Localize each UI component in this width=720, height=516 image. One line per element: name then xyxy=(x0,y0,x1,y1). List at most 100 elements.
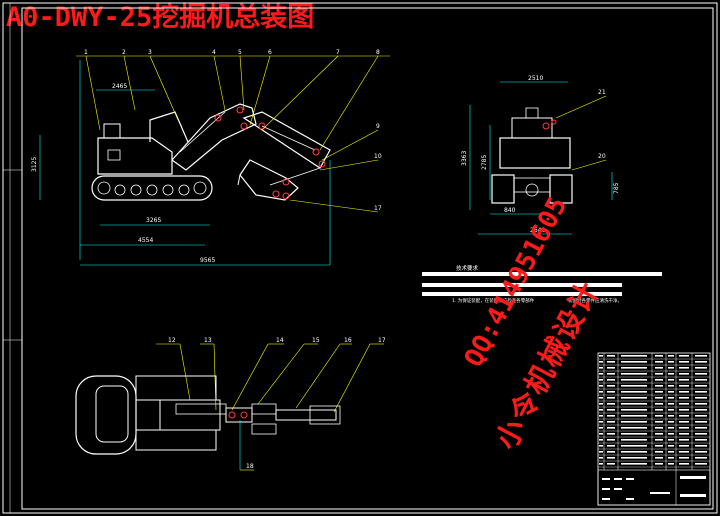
table-cell-mark xyxy=(655,367,663,369)
table-cell-mark xyxy=(655,415,663,417)
dim-track: 3265 xyxy=(146,217,161,224)
table-cell-mark xyxy=(655,379,663,381)
table-cell-mark xyxy=(695,451,707,453)
table-cell-mark xyxy=(621,409,647,411)
table-cell-mark xyxy=(607,373,615,375)
part-label-8: 8 xyxy=(376,49,380,56)
table-cell-mark xyxy=(668,451,674,453)
dim-height-mid: 2785 xyxy=(481,155,488,170)
table-cell-mark xyxy=(621,361,647,363)
table-cell-mark xyxy=(679,397,689,399)
table-cell-mark xyxy=(695,433,707,435)
table-cell-mark xyxy=(679,355,689,357)
top-leaders xyxy=(156,343,384,471)
table-cell-mark xyxy=(679,409,689,411)
table-cell-mark xyxy=(599,385,603,387)
table-cell-mark xyxy=(607,433,615,435)
table-cell-mark xyxy=(621,355,647,357)
table-cell-mark xyxy=(599,439,603,441)
table-cell-mark xyxy=(607,427,615,429)
table-cell-mark xyxy=(695,457,707,459)
table-cell-mark xyxy=(599,433,603,435)
dim-height-left: 3363 xyxy=(461,151,468,166)
table-cell-mark xyxy=(668,391,674,393)
table-cell-mark xyxy=(599,457,603,459)
table-cell-mark xyxy=(695,373,707,375)
notes-line-2: 装配时各零件应清洗干净。 xyxy=(568,297,622,304)
table-cell-mark xyxy=(655,463,663,465)
table-cell-mark xyxy=(599,421,603,423)
table-cell-mark xyxy=(655,391,663,393)
part-label-17a: 17 xyxy=(374,205,382,212)
part-label-4: 4 xyxy=(212,49,216,56)
table-cell-mark xyxy=(668,355,674,357)
table-cell-mark xyxy=(668,427,674,429)
dim-height: 3125 xyxy=(31,157,38,172)
table-cell-mark xyxy=(655,439,663,441)
table-cell-mark xyxy=(621,427,647,429)
table-cell-mark xyxy=(679,445,689,447)
front-dimensions xyxy=(469,81,613,235)
table-cell-mark xyxy=(621,421,647,423)
part-label-6: 6 xyxy=(268,49,272,56)
table-cell-mark xyxy=(695,379,707,381)
table-cell-mark xyxy=(695,421,707,423)
table-cell-mark xyxy=(621,439,647,441)
table-cell-mark xyxy=(599,373,603,375)
track xyxy=(91,175,213,201)
table-cell-mark xyxy=(599,445,603,447)
table-cell-mark xyxy=(668,421,674,423)
table-cell-mark xyxy=(607,421,615,423)
table-cell-mark xyxy=(679,421,689,423)
table-cell-mark xyxy=(668,361,674,363)
part-label-13: 13 xyxy=(204,337,212,344)
table-cell-mark xyxy=(668,397,674,399)
table-cell-mark xyxy=(621,457,647,459)
table-cell-mark xyxy=(599,367,603,369)
table-cell-mark xyxy=(607,397,615,399)
table-cell-mark xyxy=(621,397,647,399)
top-body xyxy=(75,375,137,455)
dim-overall: 9565 xyxy=(200,257,215,264)
table-cell-mark xyxy=(607,457,615,459)
part-label-7: 7 xyxy=(336,49,340,56)
table-cell-mark xyxy=(679,385,689,387)
table-cell-mark xyxy=(607,361,615,363)
table-cell-mark xyxy=(668,433,674,435)
table-cell-mark xyxy=(679,379,689,381)
table-cell-mark xyxy=(668,403,674,405)
table-cell-mark xyxy=(695,463,707,465)
table-cell-mark xyxy=(679,361,689,363)
table-cell-mark xyxy=(607,409,615,411)
table-cell-mark xyxy=(607,445,615,447)
table-cell-mark xyxy=(679,367,689,369)
table-cell-mark xyxy=(621,385,647,387)
boom xyxy=(171,103,257,171)
table-cell-mark xyxy=(655,427,663,429)
table-cell-mark xyxy=(668,457,674,459)
table-cell-mark xyxy=(679,373,689,375)
table-cell-mark xyxy=(599,415,603,417)
table-cell-mark xyxy=(655,433,663,435)
table-cell-mark xyxy=(695,361,707,363)
table-cell-mark xyxy=(655,421,663,423)
table-cell-mark xyxy=(621,379,647,381)
part-label-16: 16 xyxy=(344,337,352,344)
drawing-title: A0-DWY-25挖掘机总装图 xyxy=(6,2,315,33)
table-cell-mark xyxy=(679,403,689,405)
table-cell-mark xyxy=(695,397,707,399)
note-bar-2 xyxy=(422,283,622,287)
dim-top: 2465 xyxy=(112,83,127,90)
notes-line-1: 1. 为保证装配，在装配前应检查各零部件 xyxy=(452,297,535,304)
table-cell-mark xyxy=(695,445,707,447)
table-cell-mark xyxy=(655,355,663,357)
table-cell-mark xyxy=(599,361,603,363)
table-cell-mark xyxy=(695,439,707,441)
table-cell-mark xyxy=(599,379,603,381)
note-bar-1 xyxy=(422,272,662,276)
table-cell-mark xyxy=(607,379,615,381)
table-cell-mark xyxy=(679,427,689,429)
table-cell-mark xyxy=(679,415,689,417)
table-cell-mark xyxy=(607,391,615,393)
